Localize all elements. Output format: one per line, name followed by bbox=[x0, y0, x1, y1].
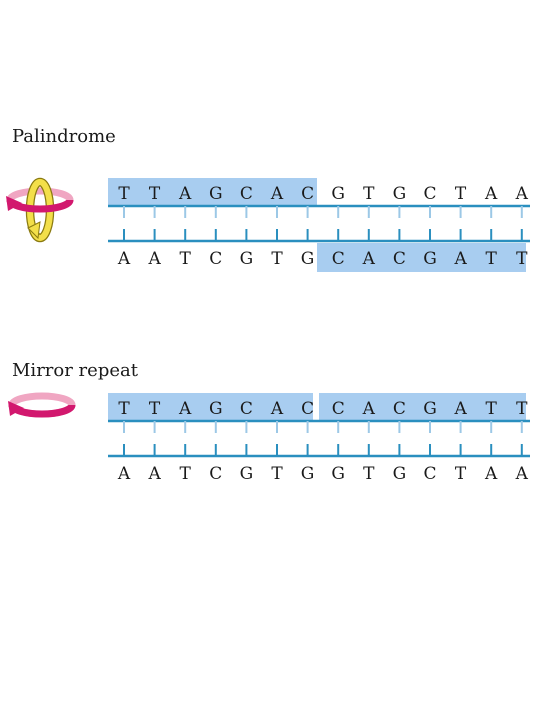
palindrome-bottom-base: C bbox=[209, 249, 222, 269]
mirror-highlight-box-1 bbox=[108, 393, 313, 421]
palindrome-highlight-box-1 bbox=[108, 178, 317, 207]
mirror-top-base: A bbox=[270, 399, 284, 419]
mirror-bottom-base: T bbox=[271, 464, 283, 484]
palindrome-bottom-base: G bbox=[301, 249, 315, 269]
mirror-top-base: A bbox=[453, 399, 467, 419]
palindrome-top-base: T bbox=[455, 184, 467, 204]
palindrome-title: Palindrome bbox=[12, 126, 116, 147]
palindrome-bottom-base: G bbox=[423, 249, 437, 269]
mirror-bottom-base: C bbox=[423, 464, 436, 484]
mirror-bottom-base: A bbox=[147, 464, 161, 484]
palindrome-top-base: C bbox=[301, 184, 314, 204]
palindrome-top-base: A bbox=[178, 184, 192, 204]
palindrome-bottom-base: T bbox=[271, 249, 283, 269]
palindrome-bottom-base: C bbox=[393, 249, 406, 269]
palindrome-top-base: G bbox=[393, 184, 407, 204]
mirror-top-base: A bbox=[362, 399, 376, 419]
mirror-top-base: C bbox=[301, 399, 314, 419]
palindrome-bottom-base: G bbox=[240, 249, 254, 269]
mirror-top-base: A bbox=[178, 399, 192, 419]
palindrome-bottom-base: A bbox=[117, 249, 131, 269]
palindrome-top-base: G bbox=[209, 184, 223, 204]
mirror-bottom-base: G bbox=[240, 464, 254, 484]
palindrome-top-base: C bbox=[423, 184, 436, 204]
palindrome-top-base: G bbox=[331, 184, 345, 204]
mirror-top-base: G bbox=[209, 399, 223, 419]
mirror-bottom-base: T bbox=[363, 464, 375, 484]
mirror-bottom-base: G bbox=[393, 464, 407, 484]
palindrome-bottom-base: T bbox=[486, 249, 498, 269]
pink-rotation-arrow-icon bbox=[8, 392, 76, 418]
palindrome-bottom-base: A bbox=[147, 249, 161, 269]
mirror-bottom-base: C bbox=[209, 464, 222, 484]
mirror-bottom-base: A bbox=[515, 464, 529, 484]
palindrome-bottom-base: A bbox=[453, 249, 467, 269]
palindrome-top-base: A bbox=[515, 184, 529, 204]
pink-and-yellow-rotation-arrows-icon bbox=[6, 177, 74, 243]
mirror-bottom-base: A bbox=[484, 464, 498, 484]
palindrome-bottom-base: T bbox=[516, 249, 528, 269]
mirror-repeat-title: Mirror repeat bbox=[12, 360, 138, 381]
palindrome-bottom-base: C bbox=[332, 249, 345, 269]
mirror-top-base: C bbox=[393, 399, 406, 419]
palindrome-top-base: T bbox=[118, 184, 130, 204]
palindrome-top-base: A bbox=[484, 184, 498, 204]
mirror-top-base: T bbox=[118, 399, 130, 419]
mirror-bottom-base: G bbox=[331, 464, 345, 484]
mirror-top-base: T bbox=[486, 399, 498, 419]
palindrome-bottom-base: T bbox=[180, 249, 192, 269]
mirror-top-base: T bbox=[149, 399, 161, 419]
mirror-bottom-base: T bbox=[455, 464, 467, 484]
mirror-highlight-box-2 bbox=[319, 393, 526, 421]
palindrome-highlight-box-2 bbox=[317, 243, 526, 272]
palindrome-top-base: T bbox=[149, 184, 161, 204]
mirror-top-base: C bbox=[240, 399, 253, 419]
mirror-top-base: T bbox=[516, 399, 528, 419]
palindrome-top-base: C bbox=[240, 184, 253, 204]
mirror-top-base: G bbox=[423, 399, 437, 419]
mirror-top-base: C bbox=[332, 399, 345, 419]
palindrome-bottom-base: A bbox=[362, 249, 376, 269]
mirror-bottom-base: A bbox=[117, 464, 131, 484]
mirror-bottom-base: T bbox=[180, 464, 192, 484]
palindrome-top-base: A bbox=[270, 184, 284, 204]
mirror-bottom-base: G bbox=[301, 464, 315, 484]
palindrome-top-base: T bbox=[363, 184, 375, 204]
